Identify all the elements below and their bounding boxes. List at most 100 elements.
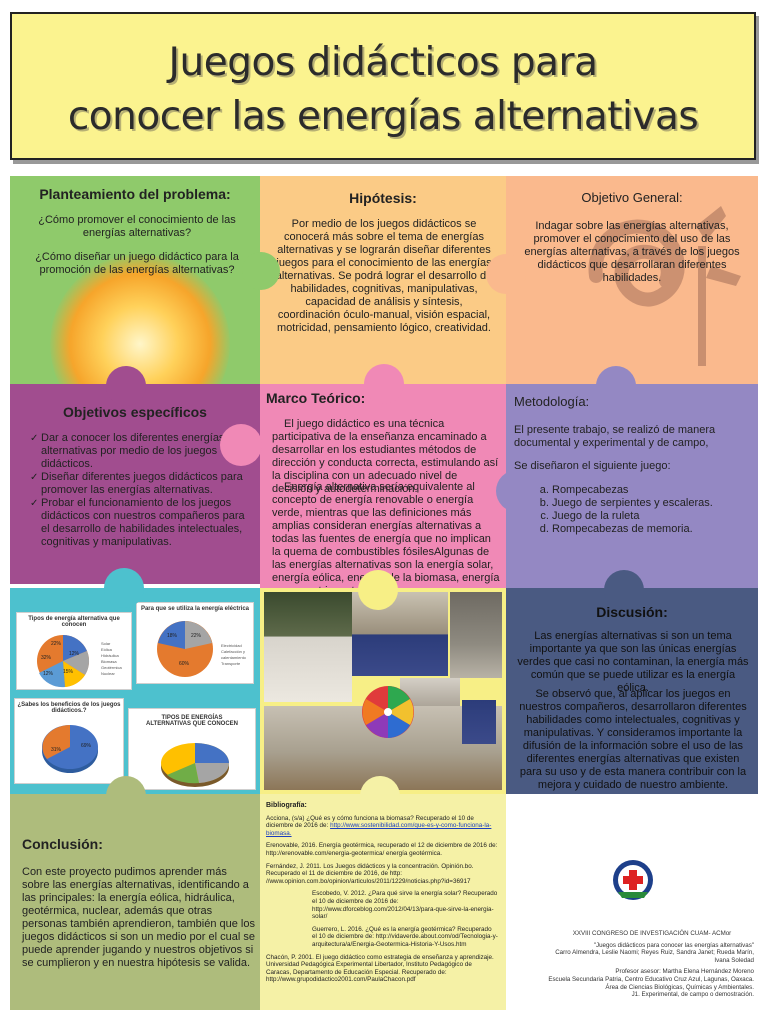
pie-chart [161, 743, 230, 787]
ref-text: Acciona, (s/a) ¿Qué es y cómo funciona l… [266, 814, 474, 830]
list-item: Juego de serpientes y escaleras. [552, 497, 758, 510]
conclusion-text: Con este proyecto pudimos aprender más s… [22, 866, 255, 969]
chart-label: 12% [69, 651, 80, 657]
legend-item: Electricidad [221, 643, 242, 648]
chart-label: 69% [81, 743, 92, 749]
ref-link[interactable]: http://www.sostenibilidad.com/que-es-y-c… [266, 822, 492, 837]
advisor: Profesor asesor: Martha Elena Hernández … [615, 968, 754, 976]
list-item: Erenovable, 2016. Energía geotérmica, re… [266, 842, 498, 857]
discusion-panel: Discusión: Las energías alternativas si … [506, 588, 758, 794]
photo-students-1 [264, 592, 352, 702]
chart-title: ¿Sabes los beneficios de los juegos didá… [17, 702, 121, 714]
authors-line-2: Ivana Soledad [714, 956, 754, 964]
objetivos-list: Dar a conocer los diferentes energías al… [30, 432, 252, 549]
list-item: Rompecabezas de memoria. [552, 523, 758, 536]
school-logo-icon [613, 860, 653, 900]
discusion-p1: Las energías alternativas si son un tema… [517, 630, 749, 694]
marco-teorico-heading: Marco Teórico: [266, 390, 366, 406]
credits-block: XXVIII CONGRESO DE INVESTIGACIÓN CUAM- A… [510, 930, 754, 999]
chart-tipos-conocen: TIPOS DE ENERGÍAS ALTERNATIVAS QUE CONOC… [128, 708, 256, 790]
objetivo-general-panel: Objetivo General: Indagar sobre las ener… [506, 176, 758, 384]
objetivos-especificos-heading: Objetivos específicos [63, 404, 207, 420]
metodologia-heading: Metodología: [514, 394, 590, 409]
metodologia-panel: Metodología: El presente trabajo, se rea… [506, 384, 758, 588]
list-item: Juego de la ruleta [552, 510, 758, 523]
list-item: Guerrero, L. 2016. ¿Qué es la energía ge… [312, 925, 498, 948]
marco-teorico-panel: Marco Teórico: El juego didáctico es una… [260, 384, 506, 588]
planteamiento-q1: ¿Cómo promover el conocimiento de las en… [38, 214, 236, 239]
chart-label: 31% [51, 747, 62, 753]
bibliografia-list: Bibliografía: Acciona, (s/a) ¿Qué es y c… [266, 802, 498, 989]
photo-student-5 [462, 700, 496, 744]
metodologia-p2: Se diseñaron el siguiente juego: [514, 460, 671, 472]
chart-legend: Solar Eólica Hidráulica Biomasa Geotérmi… [101, 641, 122, 677]
pie-chart [37, 635, 90, 688]
puzzle-knob [364, 364, 404, 404]
objetivos-especificos-panel: Objetivos específicos Dar a conocer los … [10, 384, 260, 584]
photo-students-3 [450, 592, 502, 678]
pie-chart [42, 725, 98, 773]
hipotesis-text: Por medio de los juegos didácticos se co… [275, 218, 493, 334]
category: J1. Experimental, de campo o demostració… [631, 991, 754, 999]
title-banner: Juegos didácticos para conocer las energ… [10, 12, 756, 160]
bibliografia-panel: Bibliografía: Acciona, (s/a) ¿Qué es y c… [260, 794, 506, 1010]
project-name: "Juegos didácticos para conocer las ener… [593, 941, 754, 949]
chart-beneficios-juegos: ¿Sabes los beneficios de los juegos didá… [14, 698, 124, 784]
creditos-panel: XXVIII CONGRESO DE INVESTIGACIÓN CUAM- A… [506, 794, 758, 1010]
marco-teorico-p1: El juego didáctico es una técnica partic… [272, 418, 499, 495]
legend-item: Hidráulica [101, 653, 119, 658]
conclusion-heading: Conclusión: [22, 836, 103, 852]
list-item: Fernández, J. 2011. Los Juegos didáctico… [266, 862, 474, 885]
hipotesis-heading: Hipótesis: [349, 190, 417, 206]
chart-label: 60% [179, 661, 190, 667]
planteamiento-panel: Planteamiento del problema: ¿Cómo promov… [10, 176, 260, 384]
discusion-heading: Discusión: [596, 604, 668, 620]
hipotesis-panel: Hipótesis: Por medio de los juegos didác… [260, 176, 506, 384]
school: Escuela Secundaria Patria, Centro Educat… [548, 975, 754, 983]
planteamiento-q2: ¿Cómo diseñar un juego didáctico para la… [35, 251, 239, 276]
chart-tipos-energia: Tipos de energía alternativa que conocen… [16, 612, 132, 690]
chart-legend: Electricidad Calefacción y calentamiento… [221, 643, 253, 667]
objetivo-general-heading: Objetivo General: [581, 190, 683, 205]
list-item: Chacón, P. 2001. El juego didáctico como… [266, 953, 494, 984]
legend-item: Nuclear [101, 671, 115, 676]
puzzle-knob [106, 776, 146, 816]
puzzle-knob [496, 470, 538, 512]
legend-item: Calefacción y calentamiento [221, 649, 246, 660]
legend-item: Transporte [221, 661, 241, 666]
objetivo-general-text: Indagar sobre las energías alternativas,… [524, 220, 740, 284]
roulette-image [362, 686, 414, 738]
congress-name: XXVIII CONGRESO DE INVESTIGACIÓN CUAM- A… [572, 930, 732, 937]
pie-chart [157, 621, 213, 677]
discusion-p2: Se observó que, al aplicar los juegos en… [519, 688, 747, 791]
metodologia-p1: El presente trabajo, se realizó de maner… [514, 424, 716, 449]
list-item: Diseñar diferentes juegos didácticos par… [30, 471, 252, 497]
wind-turbine-image [588, 206, 741, 366]
chart-label: 18% [167, 633, 178, 639]
legend-item: Solar [101, 641, 111, 646]
chart-title: Para que se utiliza la energía eléctrica [140, 606, 250, 612]
list-item: Acciona, (s/a) ¿Qué es y cómo funciona l… [266, 815, 498, 838]
area: Área de Ciencias Biológicas, Químicas y … [605, 983, 754, 991]
chart-title: TIPOS DE ENERGÍAS ALTERNATIVAS QUE CONOC… [145, 715, 238, 727]
chart-title: Tipos de energía alternativa que conocen [28, 616, 120, 628]
chart-label: 22% [191, 633, 202, 639]
authors-line-1: Carro Almendra, Leslie Naomi; Reyes Ruiz… [555, 949, 754, 957]
chart-label: 12% [43, 671, 54, 677]
chart-label: 32% [41, 655, 52, 661]
planteamiento-heading: Planteamiento del problema: [39, 186, 231, 202]
list-item: Escobedo, V. 2012. ¿Para qué sirve la en… [312, 890, 498, 921]
list-item: Dar a conocer los diferentes energías al… [30, 432, 252, 471]
poster-title-line-2: conocer las energías alternativas [67, 94, 699, 139]
puzzle-knob [486, 254, 526, 294]
list-item: Probar el funcionamiento de los juegos d… [30, 497, 252, 549]
legend-item: Geotérmica [101, 665, 122, 670]
chart-label: 15% [63, 669, 74, 675]
puzzle-knob [358, 570, 398, 610]
metodologia-list: Rompecabezas Juego de serpientes y escal… [534, 484, 758, 536]
puzzle-knob [106, 366, 146, 406]
puzzle-knob [220, 424, 262, 466]
puzzle-knob [596, 366, 636, 406]
chart-label: 22% [51, 641, 62, 647]
puzzle-knob [360, 776, 400, 816]
